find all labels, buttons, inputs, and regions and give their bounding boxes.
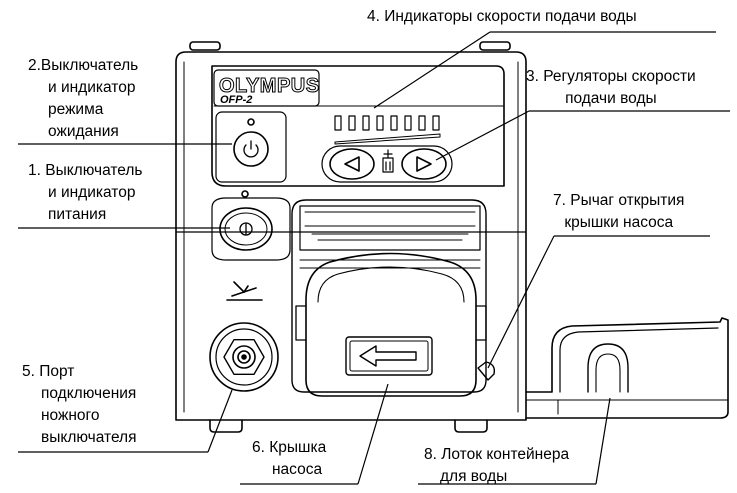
model-name: OFP-2 bbox=[220, 94, 252, 106]
standby-indicator bbox=[247, 118, 255, 126]
speed-down-arrow-icon bbox=[344, 156, 360, 172]
pump-body bbox=[175, 51, 527, 421]
callout-8-water-tray: 8. Лоток контейнера для воды bbox=[424, 444, 569, 488]
standby-button bbox=[233, 131, 269, 167]
callout-6-line-1: 6. Крышка bbox=[252, 439, 327, 456]
speed-controls-frame bbox=[321, 145, 453, 183]
callout-7-line-1: 7. Рычаг открытия bbox=[553, 192, 685, 209]
callout-2-line-3: режима bbox=[48, 101, 104, 118]
callout-5-line-3: ножного bbox=[41, 407, 100, 424]
water-bottle-icon bbox=[382, 149, 394, 173]
power-switch-bezel bbox=[211, 197, 291, 261]
callout-1-line-3: питания bbox=[48, 206, 107, 223]
pump-head bbox=[291, 199, 487, 393]
callout-4-speed-indicators: 4. Индикаторы скорости подачи воды bbox=[367, 6, 637, 28]
water-container-tray bbox=[525, 317, 729, 419]
left-arrow-icon bbox=[359, 345, 417, 367]
foot-switch-port bbox=[209, 322, 279, 392]
power-icon bbox=[239, 222, 253, 236]
callout-7-line-2: крышки насоса bbox=[564, 214, 674, 231]
power-switch-inner bbox=[224, 212, 268, 246]
power-indicator bbox=[241, 190, 249, 198]
pump-lid bbox=[295, 252, 487, 397]
standby-button-frame bbox=[215, 111, 287, 183]
callout-2-line-1: 2.Выключатель bbox=[28, 57, 139, 74]
callout-2-standby-switch: 2.Выключатель и индикатор режима ожидани… bbox=[28, 55, 138, 143]
feet bbox=[209, 419, 488, 433]
speed-down-button bbox=[329, 148, 375, 180]
speed-up-arrow-icon bbox=[416, 156, 432, 172]
callout-8-line-2: для воды bbox=[440, 468, 508, 485]
leader-lines bbox=[18, 31, 730, 485]
callout-5-line-4: выключателя bbox=[41, 429, 137, 446]
control-panel bbox=[211, 65, 505, 187]
callout-2-line-2: и индикатор bbox=[48, 79, 136, 96]
callout-8-line-1: 8. Лоток контейнера bbox=[424, 446, 570, 463]
top-knobs bbox=[189, 41, 511, 51]
callout-3-line-1: 3. Регуляторы скорости bbox=[526, 68, 696, 85]
power-switch bbox=[219, 207, 273, 251]
speed-ramp bbox=[334, 133, 441, 145]
callout-5-line-2: подключения bbox=[41, 385, 137, 402]
callout-2-line-4: ожидания bbox=[48, 123, 119, 140]
callout-3-line-2: подачи воды bbox=[565, 90, 657, 107]
foot-switch-icon bbox=[226, 281, 263, 301]
standby-power-icon bbox=[243, 140, 259, 158]
callout-7-cover-lever: 7. Рычаг открытия крышки насоса bbox=[553, 190, 684, 234]
pump-cover-lever bbox=[477, 361, 496, 381]
callout-5-line-1: 5. Порт bbox=[22, 363, 75, 380]
callout-6-pump-cover: 6. Крышка насоса bbox=[252, 437, 326, 481]
speed-up-button bbox=[401, 148, 447, 180]
brand-logo: OLYMPUS bbox=[219, 75, 320, 97]
callout-1-power-switch: 1. Выключатель и индикатор питания bbox=[28, 160, 143, 226]
callout-3-speed-controls: 3. Регуляторы скорости подачи воды bbox=[526, 66, 696, 110]
callout-1-line-2: и индикатор bbox=[48, 184, 136, 201]
callout-1-line-1: 1. Выключатель bbox=[28, 162, 143, 179]
callout-5-foot-switch-port: 5. Порт подключения ножного выключателя bbox=[22, 361, 136, 449]
callout-6-line-2: насоса bbox=[272, 461, 323, 478]
callout-4-line-1: 4. Индикаторы скорости подачи воды bbox=[367, 8, 637, 25]
speed-indicators bbox=[334, 115, 440, 131]
